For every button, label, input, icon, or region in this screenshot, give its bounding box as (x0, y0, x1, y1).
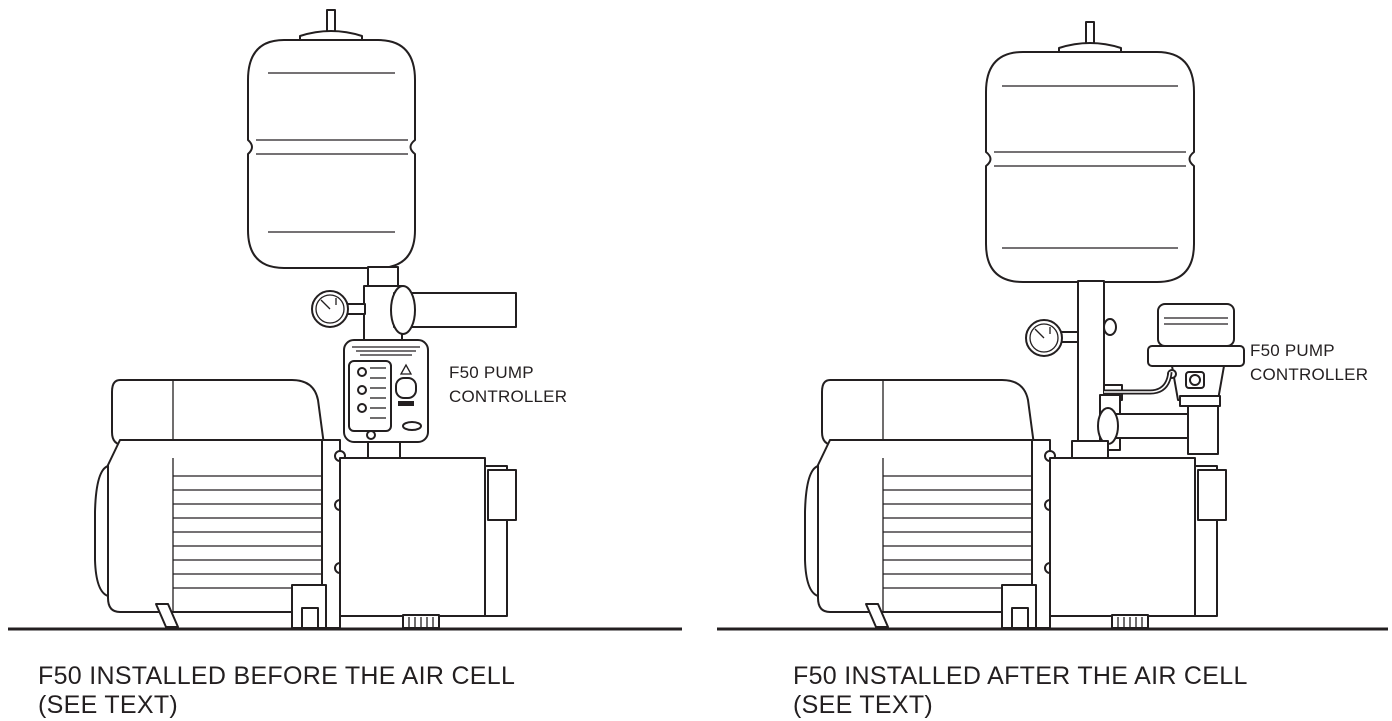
pump-left (94, 379, 517, 629)
pressure-gauge-left (311, 290, 366, 328)
air-cell-tank-left (247, 9, 416, 269)
pump-right (804, 379, 1227, 629)
caption-right-line2: (SEE TEXT) (793, 691, 934, 719)
piping-right (1071, 280, 1219, 484)
air-cell-tank-right (985, 21, 1195, 283)
f50-controller-left (343, 339, 429, 443)
caption-left-line2: (SEE TEXT) (38, 691, 179, 719)
left-installation-drawing (8, 9, 682, 631)
controller-label-left: F50 PUMP CONTROLLER (449, 363, 568, 406)
caption-right-line1: F50 INSTALLED AFTER THE AIR CELL (793, 662, 1248, 690)
motor-cooling-fins-right (883, 475, 1032, 589)
f50-controller-right (1104, 303, 1245, 407)
controller-label-right: F50 PUMP CONTROLLER (1250, 341, 1369, 384)
right-installation-drawing (717, 21, 1388, 631)
caption-left-line1: F50 INSTALLED BEFORE THE AIR CELL (38, 662, 516, 690)
pressure-gauge-right (1025, 319, 1079, 357)
motor-cooling-fins-left (173, 475, 322, 589)
